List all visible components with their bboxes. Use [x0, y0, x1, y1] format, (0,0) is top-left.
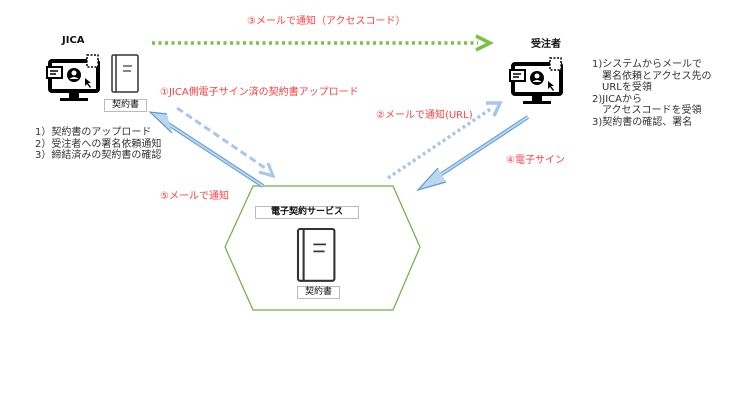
arrow-step1	[176, 106, 269, 172]
task: URLを受領	[592, 82, 652, 93]
contractor-title: 受注者	[531, 39, 561, 50]
task: 1）契約書のアップロード	[35, 127, 152, 138]
task: 2）受注者への署名依頼通知	[35, 138, 162, 150]
task: 署名依頼とアクセス先の	[592, 70, 712, 82]
jica-title: JICA	[62, 35, 85, 46]
service-title: 電子契約サービス	[255, 206, 359, 219]
step5-label: ⑤メールで通知	[160, 191, 229, 202]
task: 3)契約書の確認、署名	[592, 116, 693, 128]
contractor-task-list: 1)システムからメールで 署名依頼とアクセス先の URLを受領 2)JICAから…	[592, 59, 712, 128]
step1-label: ①JICA側電子サイン済の契約書アップロード	[160, 87, 359, 98]
contractor-monitor-icon	[508, 56, 563, 106]
service-document-label: 契約書	[297, 286, 340, 299]
task: 1)システムからメールで	[592, 59, 702, 70]
service-document-icon	[296, 227, 336, 282]
jica-document-icon	[111, 54, 139, 93]
task: 3）締結済みの契約書の確認	[35, 150, 162, 161]
step2-label: ②メールで通知(URL)	[376, 110, 473, 121]
jica-document-label: 契約書	[104, 99, 147, 112]
task: アクセスコードを受領	[592, 105, 702, 116]
step3-label: ③メールで通知（アクセスコード）	[247, 16, 406, 27]
task: 2)JICAから	[592, 93, 642, 105]
arrow-step2	[387, 106, 493, 180]
step4-label: ④電子サイン	[506, 155, 565, 166]
jica-monitor-icon	[45, 53, 100, 103]
jica-task-list: 1）契約書のアップロード 2）受注者への署名依頼通知 3）締結済みの契約書の確認	[35, 127, 161, 162]
